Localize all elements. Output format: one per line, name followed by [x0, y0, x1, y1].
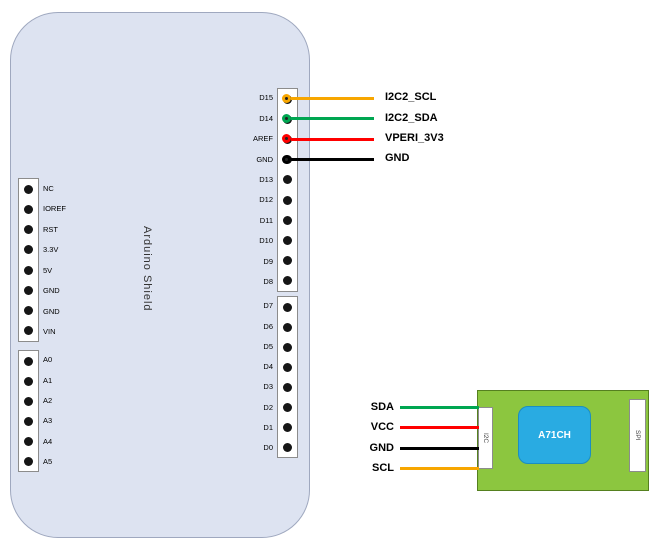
- pin-label-d10: D10: [259, 236, 273, 246]
- pin-ring-d14: [282, 114, 291, 123]
- pin-label-vin: VIN: [43, 327, 56, 336]
- wire-gnd: [291, 158, 374, 161]
- pin-label-d3: D3: [263, 382, 273, 392]
- pin-dot-d5: [283, 342, 292, 352]
- pin-dot-ioref: [24, 204, 33, 214]
- pin-label-ioref: IOREF: [43, 204, 66, 213]
- pin-dot-vin: [24, 326, 33, 336]
- pin-ring-gnd: [282, 155, 291, 164]
- pin-dot-nc: [24, 184, 33, 194]
- pin-label-d12: D12: [259, 195, 273, 205]
- a71ch-chip-label: A71CH: [538, 429, 571, 441]
- pin-label-d4: D4: [263, 362, 273, 372]
- arduino-shield-title: Arduino Shield: [141, 226, 153, 312]
- pin-label-d9: D9: [263, 256, 273, 266]
- pin-label-a3: A3: [43, 416, 53, 426]
- pin-label-d8: D8: [263, 276, 273, 286]
- pin-label-gnd: GND: [256, 154, 273, 164]
- pin-dot-d3: [283, 382, 292, 392]
- net-label-i2c2-sda: I2C2_SDA: [385, 112, 438, 124]
- arduino-shield-board: [10, 12, 310, 538]
- wire-vperi-3v3: [291, 138, 374, 141]
- pin-header-power: [18, 178, 39, 342]
- pin-ring-d15: [282, 94, 291, 103]
- pin-dot-3v3: [24, 245, 33, 255]
- pin-dot-gnd2: [24, 306, 33, 316]
- pin-label-3v3: 3.3V: [43, 245, 59, 254]
- pin-dot-d9: [283, 256, 292, 266]
- pin-dot-a0: [24, 356, 33, 366]
- pin-label-a2: A2: [43, 396, 53, 406]
- spi-connector: SPI: [629, 399, 646, 472]
- mod-label-sda: SDA: [370, 401, 394, 413]
- pin-dot-d6: [283, 322, 292, 332]
- wire-vcc: [400, 426, 479, 429]
- net-label-i2c2-scl: I2C2_SCL: [385, 91, 437, 103]
- pin-label-d1: D1: [263, 422, 273, 432]
- pin-dot-a5: [24, 456, 33, 466]
- wire-scl: [400, 467, 479, 470]
- net-label-gnd: GND: [385, 152, 410, 164]
- mod-label-vcc: VCC: [370, 421, 394, 433]
- wire-gnd-module: [400, 447, 479, 450]
- pin-dot-d0: [283, 442, 292, 452]
- pin-ring-center: [285, 137, 288, 140]
- pin-dot-a1: [24, 376, 33, 386]
- pin-dot-d13: [283, 175, 292, 185]
- pin-label-a4: A4: [43, 436, 53, 446]
- pin-ring-center: [285, 97, 288, 100]
- pin-header-analog: [18, 350, 39, 472]
- wire-i2c2-sda: [291, 117, 374, 120]
- pin-dot-d7: [283, 302, 292, 312]
- pin-label-d2: D2: [263, 402, 273, 412]
- pin-header-digital-bottom: [277, 296, 298, 458]
- pin-label-d14: D14: [259, 113, 273, 123]
- net-label-vperi-3v3: VPERI_3V3: [385, 132, 444, 144]
- pin-labels-power: NC IOREF RST 3.3V 5V GND GND VIN: [43, 178, 113, 342]
- mod-label-scl: SCL: [372, 462, 394, 474]
- pin-labels-analog: A0 A1 A2 A3 A4 A5: [43, 350, 113, 472]
- pin-dot-d12: [283, 195, 292, 205]
- pin-label-gnd1: GND: [43, 286, 60, 295]
- pin-label-d11: D11: [259, 215, 273, 225]
- pin-label-5v: 5V: [43, 265, 53, 275]
- wire-sda: [400, 406, 479, 409]
- pin-labels-digital-top: D15 D14 AREF GND D13 D12 D11 D10 D9 D8: [200, 88, 273, 292]
- pin-ring-center: [285, 158, 288, 161]
- pin-dot-d11: [283, 215, 292, 225]
- pin-dot-a3: [24, 416, 33, 426]
- a71ch-chip: A71CH: [518, 406, 591, 464]
- pin-dot-rst: [24, 225, 33, 235]
- pin-label-a5: A5: [43, 457, 53, 467]
- i2c-connector: I2C: [478, 407, 493, 469]
- pin-label-gnd2: GND: [43, 306, 60, 316]
- mod-label-gnd: GND: [369, 442, 394, 454]
- pin-dot-d2: [283, 402, 292, 412]
- spi-connector-label: SPI: [634, 430, 641, 441]
- pin-dot-a2: [24, 396, 33, 406]
- pin-label-a1: A1: [43, 375, 53, 385]
- pin-label-rst: RST: [43, 224, 58, 234]
- pin-dot-5v: [24, 265, 33, 275]
- wire-i2c2-scl: [291, 97, 374, 100]
- pin-dot-a4: [24, 436, 33, 446]
- pin-labels-digital-bottom: D7 D6 D5 D4 D3 D2 D1 D0: [200, 296, 273, 458]
- pin-dot-d10: [283, 235, 292, 245]
- pin-label-a0: A0: [43, 355, 53, 365]
- pin-label-nc: NC: [43, 183, 54, 193]
- pin-label-d0: D0: [263, 443, 273, 453]
- pin-dot-gnd1: [24, 285, 33, 295]
- pin-label-d6: D6: [263, 321, 273, 331]
- pin-label-d13: D13: [259, 175, 273, 184]
- pin-dot-d8: [283, 276, 292, 286]
- i2c-connector-label: I2C: [482, 432, 489, 444]
- pin-label-d7: D7: [263, 301, 273, 311]
- pin-label-d5: D5: [263, 341, 273, 351]
- pin-dot-d1: [283, 422, 292, 432]
- pin-ring-aref: [282, 134, 291, 143]
- pin-ring-center: [285, 117, 288, 120]
- pin-label-aref: AREF: [252, 134, 273, 144]
- pin-label-d15: D15: [259, 93, 273, 103]
- pin-dot-d4: [283, 362, 292, 372]
